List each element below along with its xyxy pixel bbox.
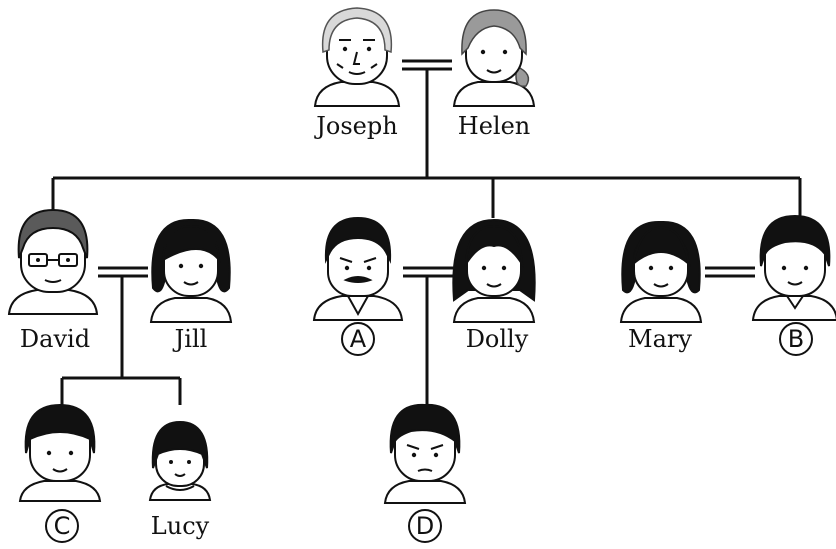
person-lucy [148, 420, 212, 501]
man-with-mustache-portrait-icon [312, 216, 404, 321]
man-with-glasses-portrait-icon [7, 208, 99, 315]
name-mary: Mary [628, 325, 692, 353]
connector-lines [51, 59, 802, 405]
person-joseph [313, 7, 401, 107]
grandfather-portrait-icon [313, 7, 401, 107]
name-a: A [350, 325, 367, 353]
label-b-circle [779, 322, 813, 356]
person-david [7, 208, 99, 315]
name-joseph: Joseph [313, 112, 397, 140]
person-helen [452, 9, 536, 107]
name-david: David [20, 325, 90, 353]
girl-portrait-icon [148, 420, 212, 501]
name-d: D [416, 512, 434, 540]
name-dolly: Dolly [466, 325, 529, 353]
label-d: D [408, 509, 442, 543]
person-dolly [452, 218, 536, 323]
person-d [383, 403, 467, 504]
person-jill [149, 218, 233, 323]
name-b: B [788, 325, 804, 353]
woman-portrait-icon [149, 218, 233, 323]
name-lucy: Lucy [151, 512, 210, 540]
woman-long-hair-portrait-icon [452, 218, 536, 323]
young-man-portrait-icon [751, 214, 836, 321]
name-c: C [54, 512, 71, 540]
label-c: C [45, 509, 79, 543]
label-b: B [779, 322, 813, 356]
boy-portrait-icon [18, 403, 102, 502]
person-c [18, 403, 102, 502]
person-mary [619, 220, 703, 323]
label-d-circle [408, 509, 442, 543]
young-man-frowning-portrait-icon [383, 403, 467, 504]
label-a: A [341, 322, 375, 356]
name-helen: Helen [458, 112, 530, 140]
grandmother-portrait-icon [452, 9, 536, 107]
name-jill: Jill [172, 325, 208, 353]
person-b [751, 214, 836, 321]
person-a [312, 216, 404, 321]
woman-portrait-icon [619, 220, 703, 323]
label-a-circle [341, 322, 375, 356]
label-c-circle [45, 509, 79, 543]
